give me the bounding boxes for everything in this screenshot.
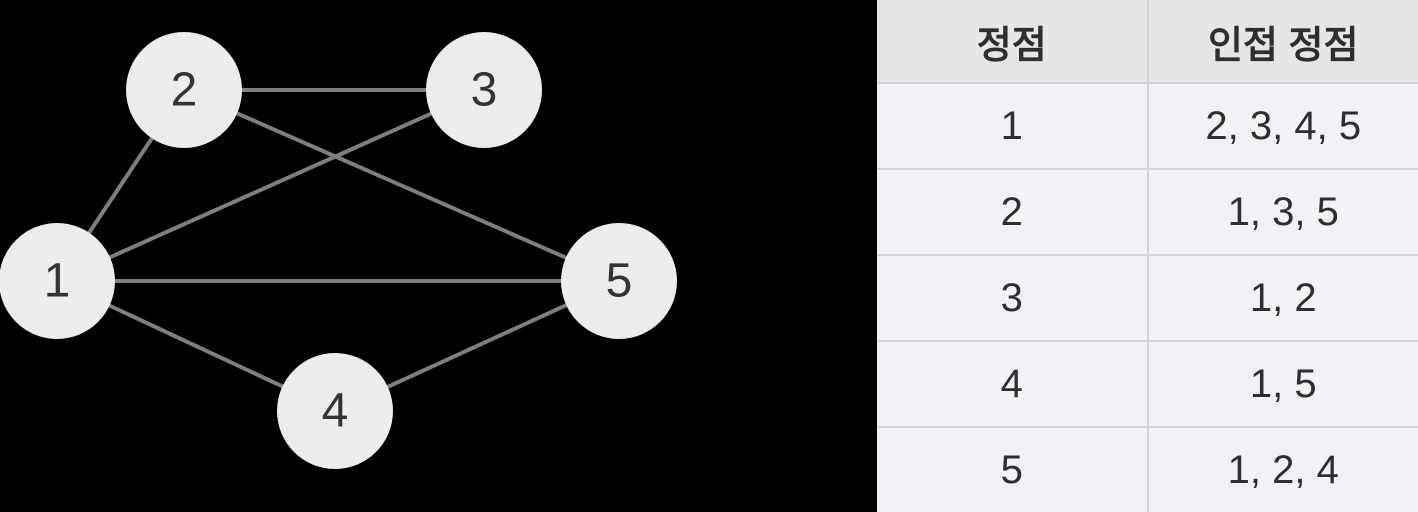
graph-edge-1-3 [56,88,485,283]
adjacency-table-header: 정점 인접 정점 [877,0,1418,84]
graph-diagram: 1 2 3 4 5 [0,0,877,512]
header-vertex: 정점 [976,24,1047,67]
graph-node-3 [426,32,542,148]
table-row-vertex-2: 2 1, 3, 5 [877,168,1418,254]
graph-node-1 [0,223,115,339]
graph-node-label-5: 5 [606,255,633,308]
vertex-cell: 3 [1000,275,1023,320]
adjacent-vertices-cell: 1, 2 [1146,256,1418,340]
table-row-vertex-5: 5 1, 2, 4 [877,426,1418,512]
graph-node-4 [277,353,393,469]
graph-node-label-3: 3 [471,64,498,117]
graph-node-5 [561,223,677,339]
header-adjacent-vertices: 인접 정점 [1146,0,1418,82]
adjacent-vertices-cell: 2, 3, 4, 5 [1146,84,1418,168]
graph-edge-2-5 [183,88,620,283]
table-row-vertex-3: 3 1, 2 [877,254,1418,340]
vertex-cell: 4 [1000,361,1023,406]
graph-node-2 [126,32,242,148]
graph-node-label-1: 1 [44,255,71,308]
table-row-vertex-1: 1 2, 3, 4, 5 [877,84,1418,168]
adjacent-vertices-cell: 1, 3, 5 [1146,170,1418,254]
graph-svg: 1 2 3 4 5 [0,32,677,469]
graph-node-label-4: 4 [322,385,349,438]
adjacent-vertices-cell: 1, 2, 4 [1146,428,1418,512]
graph-node-label-2: 2 [171,64,198,117]
adjacent-vertices-cell: 1, 5 [1146,342,1418,426]
vertex-cell: 1 [1000,103,1023,148]
table-body: 1 2, 3, 4, 5 2 1, 3, 5 3 1, 2 4 1, 5 5 1, 2, 4 [877,84,1418,512]
table-row-vertex-4: 4 1, 5 [877,340,1418,426]
vertex-cell: 5 [1000,447,1023,492]
vertex-cell: 2 [1000,189,1023,234]
